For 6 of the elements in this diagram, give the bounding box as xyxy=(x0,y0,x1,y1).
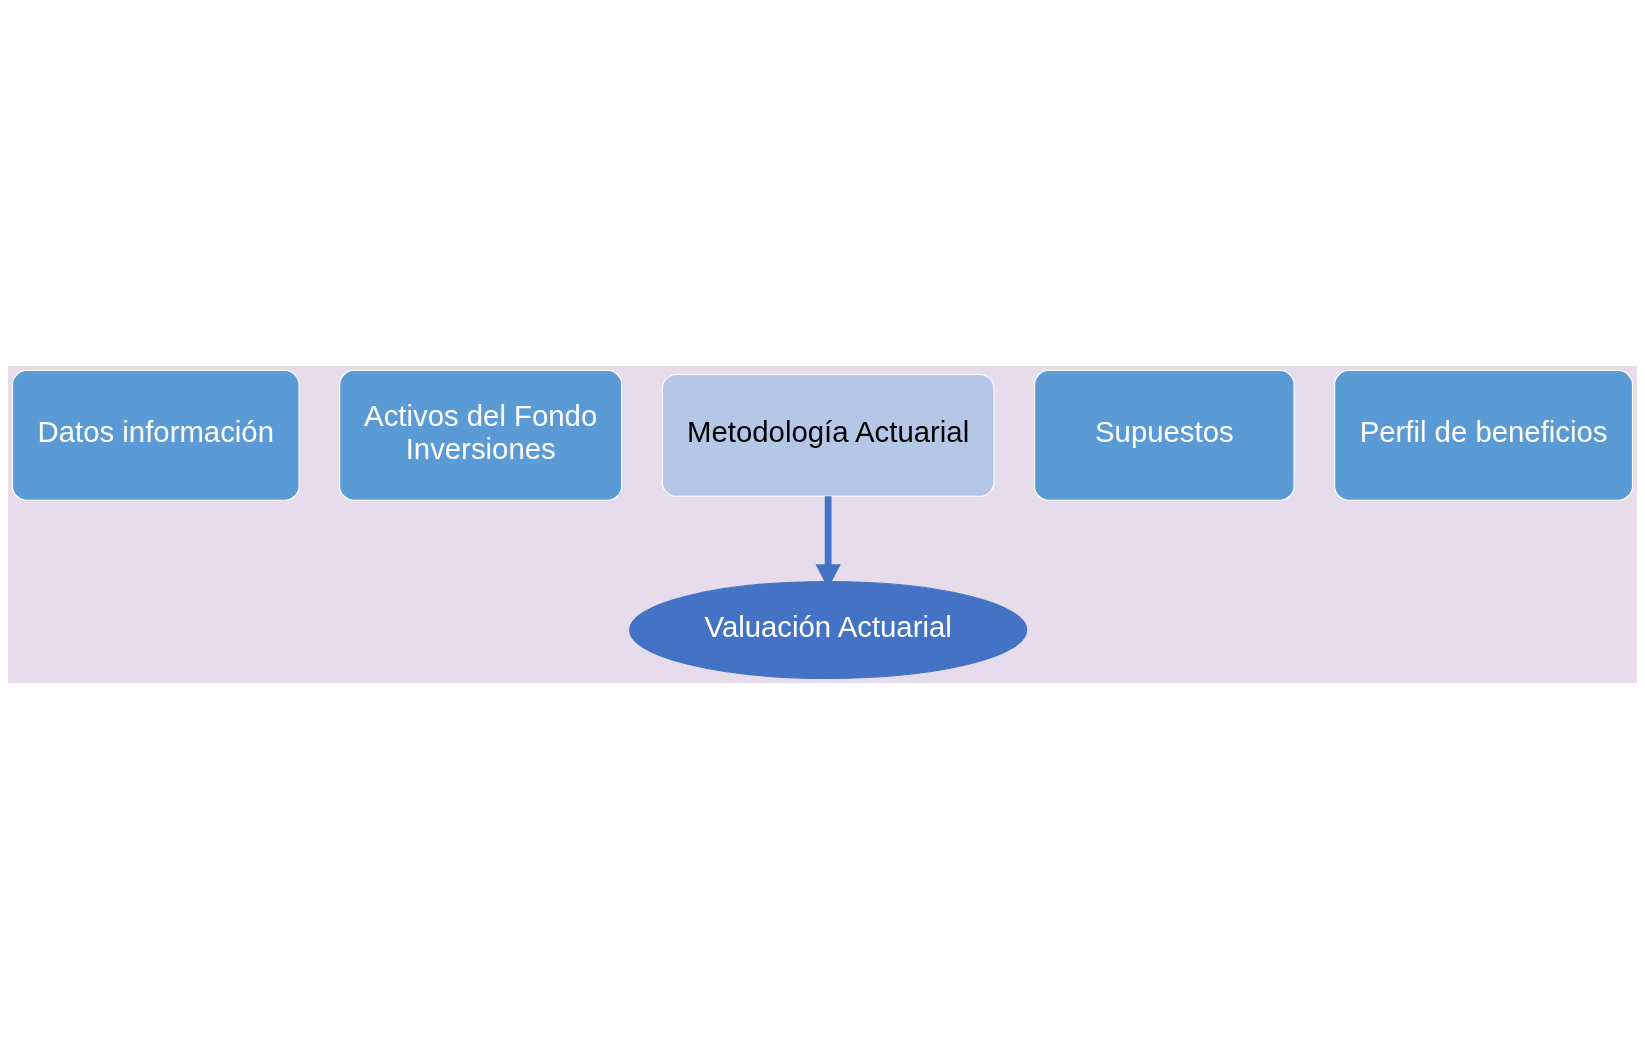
node-box: Perfil de beneficios xyxy=(1334,369,1634,501)
node-ellipse: Valuación Actuarial xyxy=(628,580,1028,679)
node-box: Datos información xyxy=(11,369,300,501)
node-box: Supuestos xyxy=(1034,369,1295,501)
node-box: Activos del Fondo Inversiones xyxy=(339,369,623,501)
node-box: Metodología Actuarial xyxy=(661,373,995,497)
